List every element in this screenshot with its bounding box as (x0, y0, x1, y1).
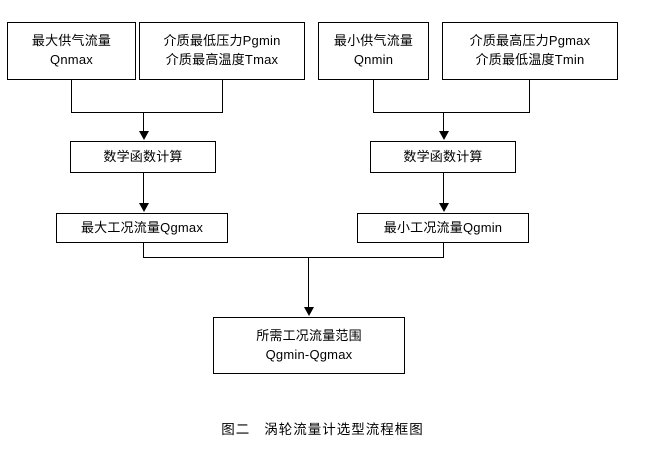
figure-caption-label: 图二 (221, 422, 251, 437)
connector-pgmax-stub (529, 80, 530, 113)
connector-left-merge-bar (71, 112, 223, 113)
node-max-pressure-min-temp-line2: 介质最低温度Tmin (475, 52, 585, 67)
figure-caption: 图二涡轮流量计选型流程框图 (0, 418, 645, 438)
node-min-pressure-max-temp-line1: 介质最低压力Pgmin (163, 33, 281, 49)
connector-right-merge-bar (373, 112, 530, 113)
arrowhead-into-qgmax (139, 203, 149, 212)
connector-qnmin-stub (373, 80, 374, 113)
node-max-working-flow: 最大工况流量Qgmax (56, 213, 228, 243)
node-min-pressure-max-temp: 介质最低压力Pgmin 介质最高温度Tmax (139, 22, 305, 80)
connector-final-merge-bar (143, 257, 444, 258)
node-min-pressure-max-temp-line2: 介质最高温度Tmax (165, 52, 279, 67)
connector-final-merge-down (308, 257, 309, 309)
node-min-supply-flow-line1: 最小供气流量 (333, 33, 414, 49)
node-max-supply-flow: 最大供气流量 Qnmax (7, 22, 136, 80)
connector-right-merge-down (443, 112, 444, 133)
node-max-supply-flow-line1: 最大供气流量 (31, 33, 112, 49)
node-required-flow-range-line2: Qgmin-Qgmax (265, 346, 353, 362)
figure-caption-title: 涡轮流量计选型流程框图 (264, 422, 424, 437)
node-max-supply-flow-line2: Qnmax (50, 52, 93, 67)
connector-qgmax-stub (143, 243, 144, 258)
node-math-calc-right: 数学函数计算 (370, 141, 516, 173)
node-math-calc-right-label: 数学函数计算 (403, 148, 483, 164)
connector-left-merge-down (143, 112, 144, 133)
connector-pgmin-stub (222, 80, 223, 113)
node-math-calc-left: 数学函数计算 (70, 141, 216, 173)
node-min-supply-flow-line2: Qnmin (353, 52, 394, 67)
connector-calcleft-to-qgmax (143, 173, 144, 205)
node-min-supply-flow: 最小供气流量 Qnmin (318, 22, 429, 80)
node-max-pressure-min-temp-line1: 介质最高压力Pgmax (469, 33, 591, 49)
node-min-working-flow: 最小工况流量Qgmin (357, 213, 529, 243)
connector-qgmin-stub (443, 243, 444, 258)
node-max-working-flow-label: 最大工况流量Qgmax (80, 219, 204, 235)
node-required-flow-range-line1: 所需工况流量范围 (256, 327, 362, 343)
node-max-pressure-min-temp: 介质最高压力Pgmax 介质最低温度Tmin (442, 22, 618, 80)
node-required-flow-range: 所需工况流量范围 Qgmin-Qgmax (213, 317, 405, 374)
arrowhead-into-qgmin (439, 203, 449, 212)
connector-qnmax-stub (71, 80, 72, 113)
arrowhead-into-calc-left (139, 131, 149, 140)
arrowhead-into-calc-right (439, 131, 449, 140)
connector-calcright-to-qgmin (443, 173, 444, 205)
node-math-calc-left-label: 数学函数计算 (103, 148, 183, 164)
node-min-working-flow-label: 最小工况流量Qgmin (383, 219, 503, 235)
arrowhead-into-range (304, 307, 314, 316)
